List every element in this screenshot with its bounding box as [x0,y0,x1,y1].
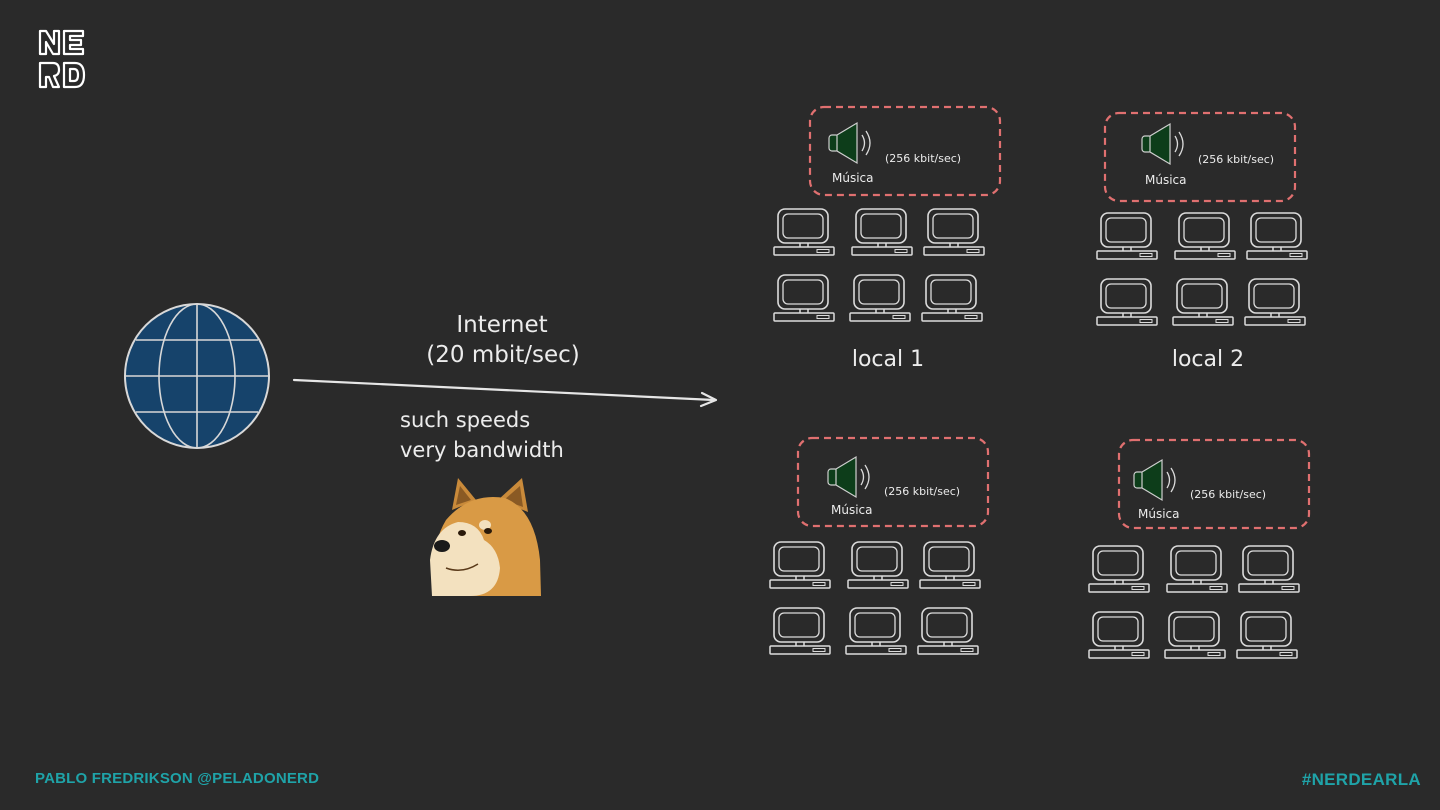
music-rate: (256 kbit/sec) [1190,488,1266,501]
local-name: local 1 [852,347,924,372]
doge-image [428,476,541,596]
footer-hashtag: #NERDEARLA [1302,770,1421,790]
local-3-group: (256 kbit/sec) Música [770,438,988,654]
music-label: Música [1145,173,1187,187]
local-4-group: (256 kbit/sec) Música [1089,440,1309,658]
computer-icon [1097,213,1307,325]
speaker-icon [1142,124,1183,164]
music-box [798,438,988,526]
music-rate: (256 kbit/sec) [885,152,961,165]
music-rate: (256 kbit/sec) [1198,153,1274,166]
speaker-icon [1134,460,1175,500]
local-name: local 2 [1172,347,1244,372]
music-label: Música [1138,507,1180,521]
computer-icon [774,209,984,321]
doge-caption-line1: such speeds [400,408,530,432]
music-label: Música [831,503,873,517]
internet-speed: (20 mbit/sec) [426,342,579,368]
footer-author: PABLO FREDRIKSON @PELADONERD [35,770,319,787]
speaker-icon [828,457,869,497]
globe-icon [125,304,269,448]
doge-caption-line2: very bandwidth [400,438,564,462]
internet-label: Internet [456,312,547,338]
local-2-group: (256 kbit/sec) Música local 2 [1097,113,1307,372]
computer-icon [770,542,980,654]
music-rate: (256 kbit/sec) [884,485,960,498]
internet-arrow [294,380,716,406]
music-label: Música [832,171,874,185]
computer-icon [1089,546,1299,658]
speaker-icon [829,123,870,163]
local-1-group: (256 kbit/sec) Música local 1 [774,107,1000,372]
